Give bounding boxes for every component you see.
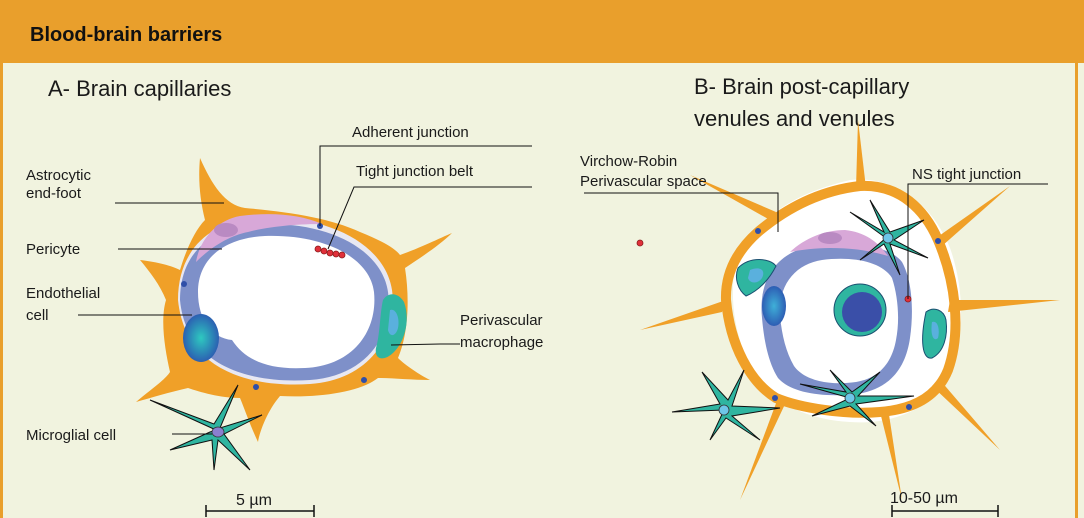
label-pericyte: Pericyte xyxy=(26,241,80,258)
label-endothelial-line2: cell xyxy=(26,307,49,324)
scale-bar-b-label: 10-50 µm xyxy=(890,490,958,507)
adherent-junction-dot-a3 xyxy=(253,384,259,390)
adherent-junction-dot-b1 xyxy=(755,228,761,234)
label-perivascular-line1: Perivascular xyxy=(460,312,543,329)
label-adherent-junction: Adherent junction xyxy=(352,124,469,141)
panel-b-title-line2: venules and venules xyxy=(694,106,895,131)
label-endothelial-line1: Endothelial xyxy=(26,285,100,302)
adherent-junction-dot-b4 xyxy=(906,404,912,410)
red-dot-marker xyxy=(637,240,643,246)
adherent-junction-dot-b3 xyxy=(772,395,778,401)
capillary-a xyxy=(136,158,452,470)
panel-a-title: A- Brain capillaries xyxy=(48,76,231,101)
adherent-junction-dot-a2 xyxy=(181,281,187,287)
endothelial-nucleus-b xyxy=(762,286,786,326)
adherent-junction-dot-a4 xyxy=(361,377,367,383)
label-tight-junction-belt: Tight junction belt xyxy=(356,163,474,180)
label-perivascular-line2: macrophage xyxy=(460,334,543,351)
adherent-junction-dot-b2 xyxy=(935,238,941,244)
endothelial-nucleus-a xyxy=(183,314,219,362)
label-microglial-cell: Microglial cell xyxy=(26,427,116,444)
label-virchow-line2: Perivascular space xyxy=(580,173,707,190)
label-virchow-line1: Virchow-Robin xyxy=(580,153,677,170)
panel-b-title-line1: B- Brain post-capillary xyxy=(694,74,909,99)
label-ns-tight-junction: NS tight junction xyxy=(912,166,1021,183)
label-astrocytic-line1: Astrocytic xyxy=(26,167,92,184)
pericyte-nucleus-a xyxy=(214,223,238,237)
scale-bar-a-label: 5 µm xyxy=(236,492,272,509)
label-astrocytic-line2: end-foot xyxy=(26,185,82,202)
pericyte-nucleus-b xyxy=(818,232,842,244)
blood-cell-nucleus-b xyxy=(842,292,882,332)
